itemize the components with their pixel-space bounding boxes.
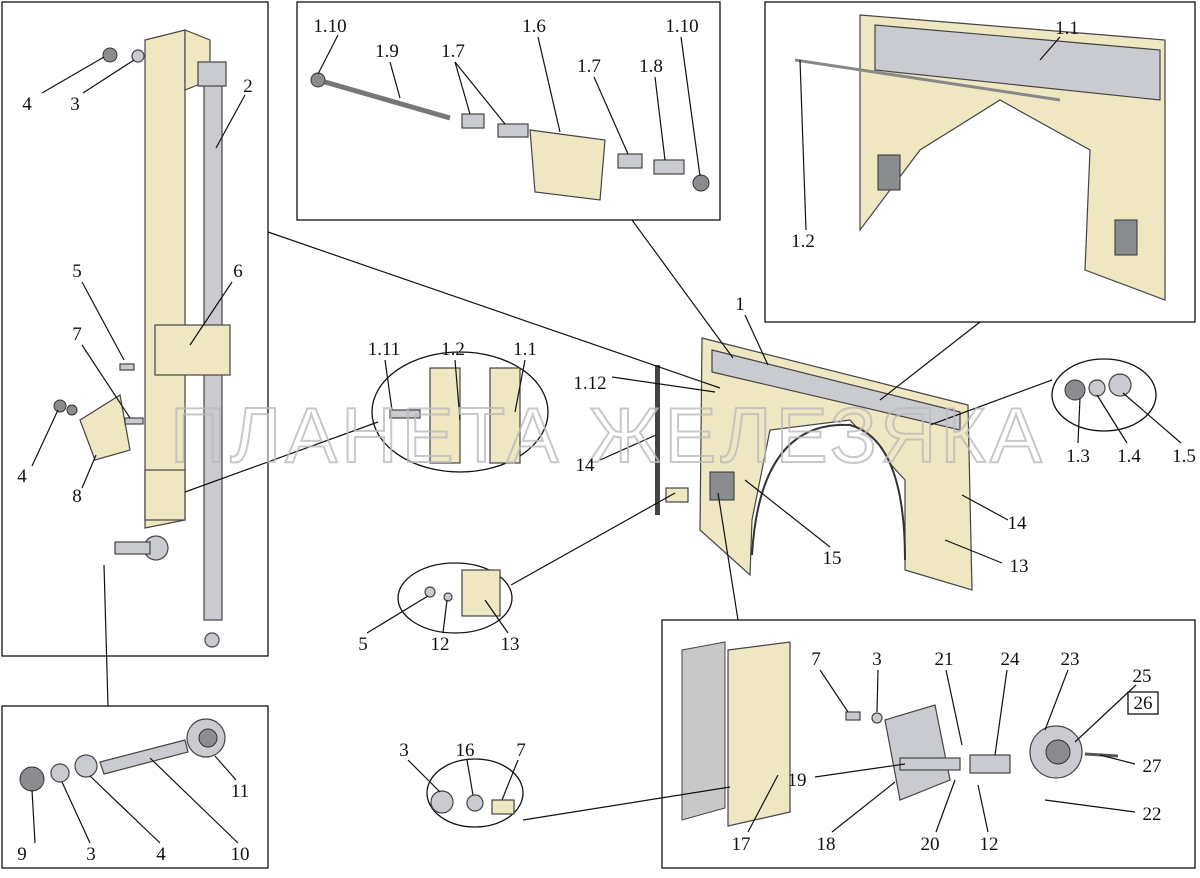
callout-label: 1.9 bbox=[375, 41, 399, 62]
callout-ellipse-bracket bbox=[397, 562, 513, 634]
callout-label: 27 bbox=[1143, 756, 1162, 777]
callout-label: 1 bbox=[735, 294, 745, 315]
callout-label: 1.2 bbox=[791, 231, 815, 252]
callout-label: 1.11 bbox=[368, 339, 401, 360]
callout-label: 15 bbox=[823, 548, 842, 569]
callout-label: 1.3 bbox=[1066, 446, 1090, 467]
callout-label: 14 bbox=[1008, 513, 1028, 534]
leader-lines bbox=[31, 34, 1182, 844]
callout-label: 7 bbox=[516, 740, 526, 761]
callout-label: 1.4 bbox=[1117, 446, 1141, 467]
callout-label: 21 bbox=[935, 649, 954, 670]
callout-label: 22 bbox=[1143, 804, 1162, 825]
main-door-frame bbox=[389, 337, 1132, 617]
detail-frame-top bbox=[296, 1, 721, 221]
callout-ellipse-nuts bbox=[1051, 358, 1157, 432]
callout-label: 16 bbox=[456, 740, 475, 761]
door-frame-detail bbox=[794, 14, 1166, 301]
callout-label: 10 bbox=[231, 844, 250, 865]
callout-label: 1.7 bbox=[577, 56, 601, 77]
label-box-26 bbox=[1127, 691, 1159, 715]
detail-frame-bottom-right bbox=[661, 619, 1196, 869]
callout-label: 1.2 bbox=[441, 339, 465, 360]
callout-label: 19 bbox=[788, 770, 807, 791]
callout-label: 4 bbox=[156, 844, 166, 865]
callout-label: 5 bbox=[72, 261, 82, 282]
callout-label: 3 bbox=[86, 844, 96, 865]
callout-label: 13 bbox=[501, 634, 520, 655]
detail-frame-bottom-left bbox=[1, 705, 269, 869]
callout-label: 7 bbox=[72, 324, 82, 345]
callout-label: 2 bbox=[243, 76, 253, 97]
hinge-parts bbox=[310, 72, 710, 201]
callout-label: 18 bbox=[817, 834, 836, 855]
callout-label: 4 bbox=[17, 466, 27, 487]
callout-label: 1.10 bbox=[313, 16, 346, 37]
callout-label: 25 bbox=[1133, 666, 1152, 687]
callout-label: 9 bbox=[17, 844, 27, 865]
callout-label: 1.5 bbox=[1172, 446, 1196, 467]
callout-label: 17 bbox=[732, 834, 751, 855]
bolt-parts bbox=[430, 790, 515, 815]
callout-label: 3 bbox=[399, 740, 409, 761]
callout-label: 5 bbox=[358, 634, 368, 655]
detail-frame-left bbox=[1, 1, 269, 657]
callout-label: 3 bbox=[872, 649, 882, 670]
bushing-assembly bbox=[19, 718, 226, 792]
callout-label: 13 bbox=[1010, 556, 1029, 577]
callout-label: 8 bbox=[72, 486, 82, 507]
callout-label: 1.7 bbox=[441, 41, 465, 62]
callout-label: 23 bbox=[1061, 649, 1080, 670]
callout-label: 12 bbox=[431, 634, 450, 655]
callout-label: 1.8 bbox=[639, 56, 663, 77]
callout-label: 7 bbox=[811, 649, 821, 670]
watermark: ПЛАНЕТА ЖЕЛЕЗЯКА bbox=[170, 391, 1046, 479]
vertical-post bbox=[53, 29, 231, 648]
callout-label: 12 bbox=[980, 834, 999, 855]
callout-ellipse-bolt bbox=[426, 758, 524, 828]
callout-label: 6 bbox=[233, 261, 243, 282]
callout-label: 20 bbox=[921, 834, 940, 855]
callout-label: 26 bbox=[1134, 693, 1153, 714]
callout-label: 14 bbox=[576, 455, 596, 476]
callout-label: 1.10 bbox=[665, 16, 698, 37]
callout-label: 3 bbox=[70, 94, 80, 115]
callout-label: 24 bbox=[1001, 649, 1021, 670]
callout-label: 1.1 bbox=[1055, 18, 1079, 39]
latch-parts bbox=[681, 641, 1119, 827]
callout-label: 4 bbox=[22, 94, 32, 115]
callout-label: 1.6 bbox=[522, 16, 546, 37]
callout-label: 11 bbox=[231, 781, 249, 802]
callout-label: 1.1 bbox=[513, 339, 537, 360]
callout-ellipse-hinge bbox=[371, 351, 549, 473]
callout-label: 1.12 bbox=[573, 373, 606, 394]
